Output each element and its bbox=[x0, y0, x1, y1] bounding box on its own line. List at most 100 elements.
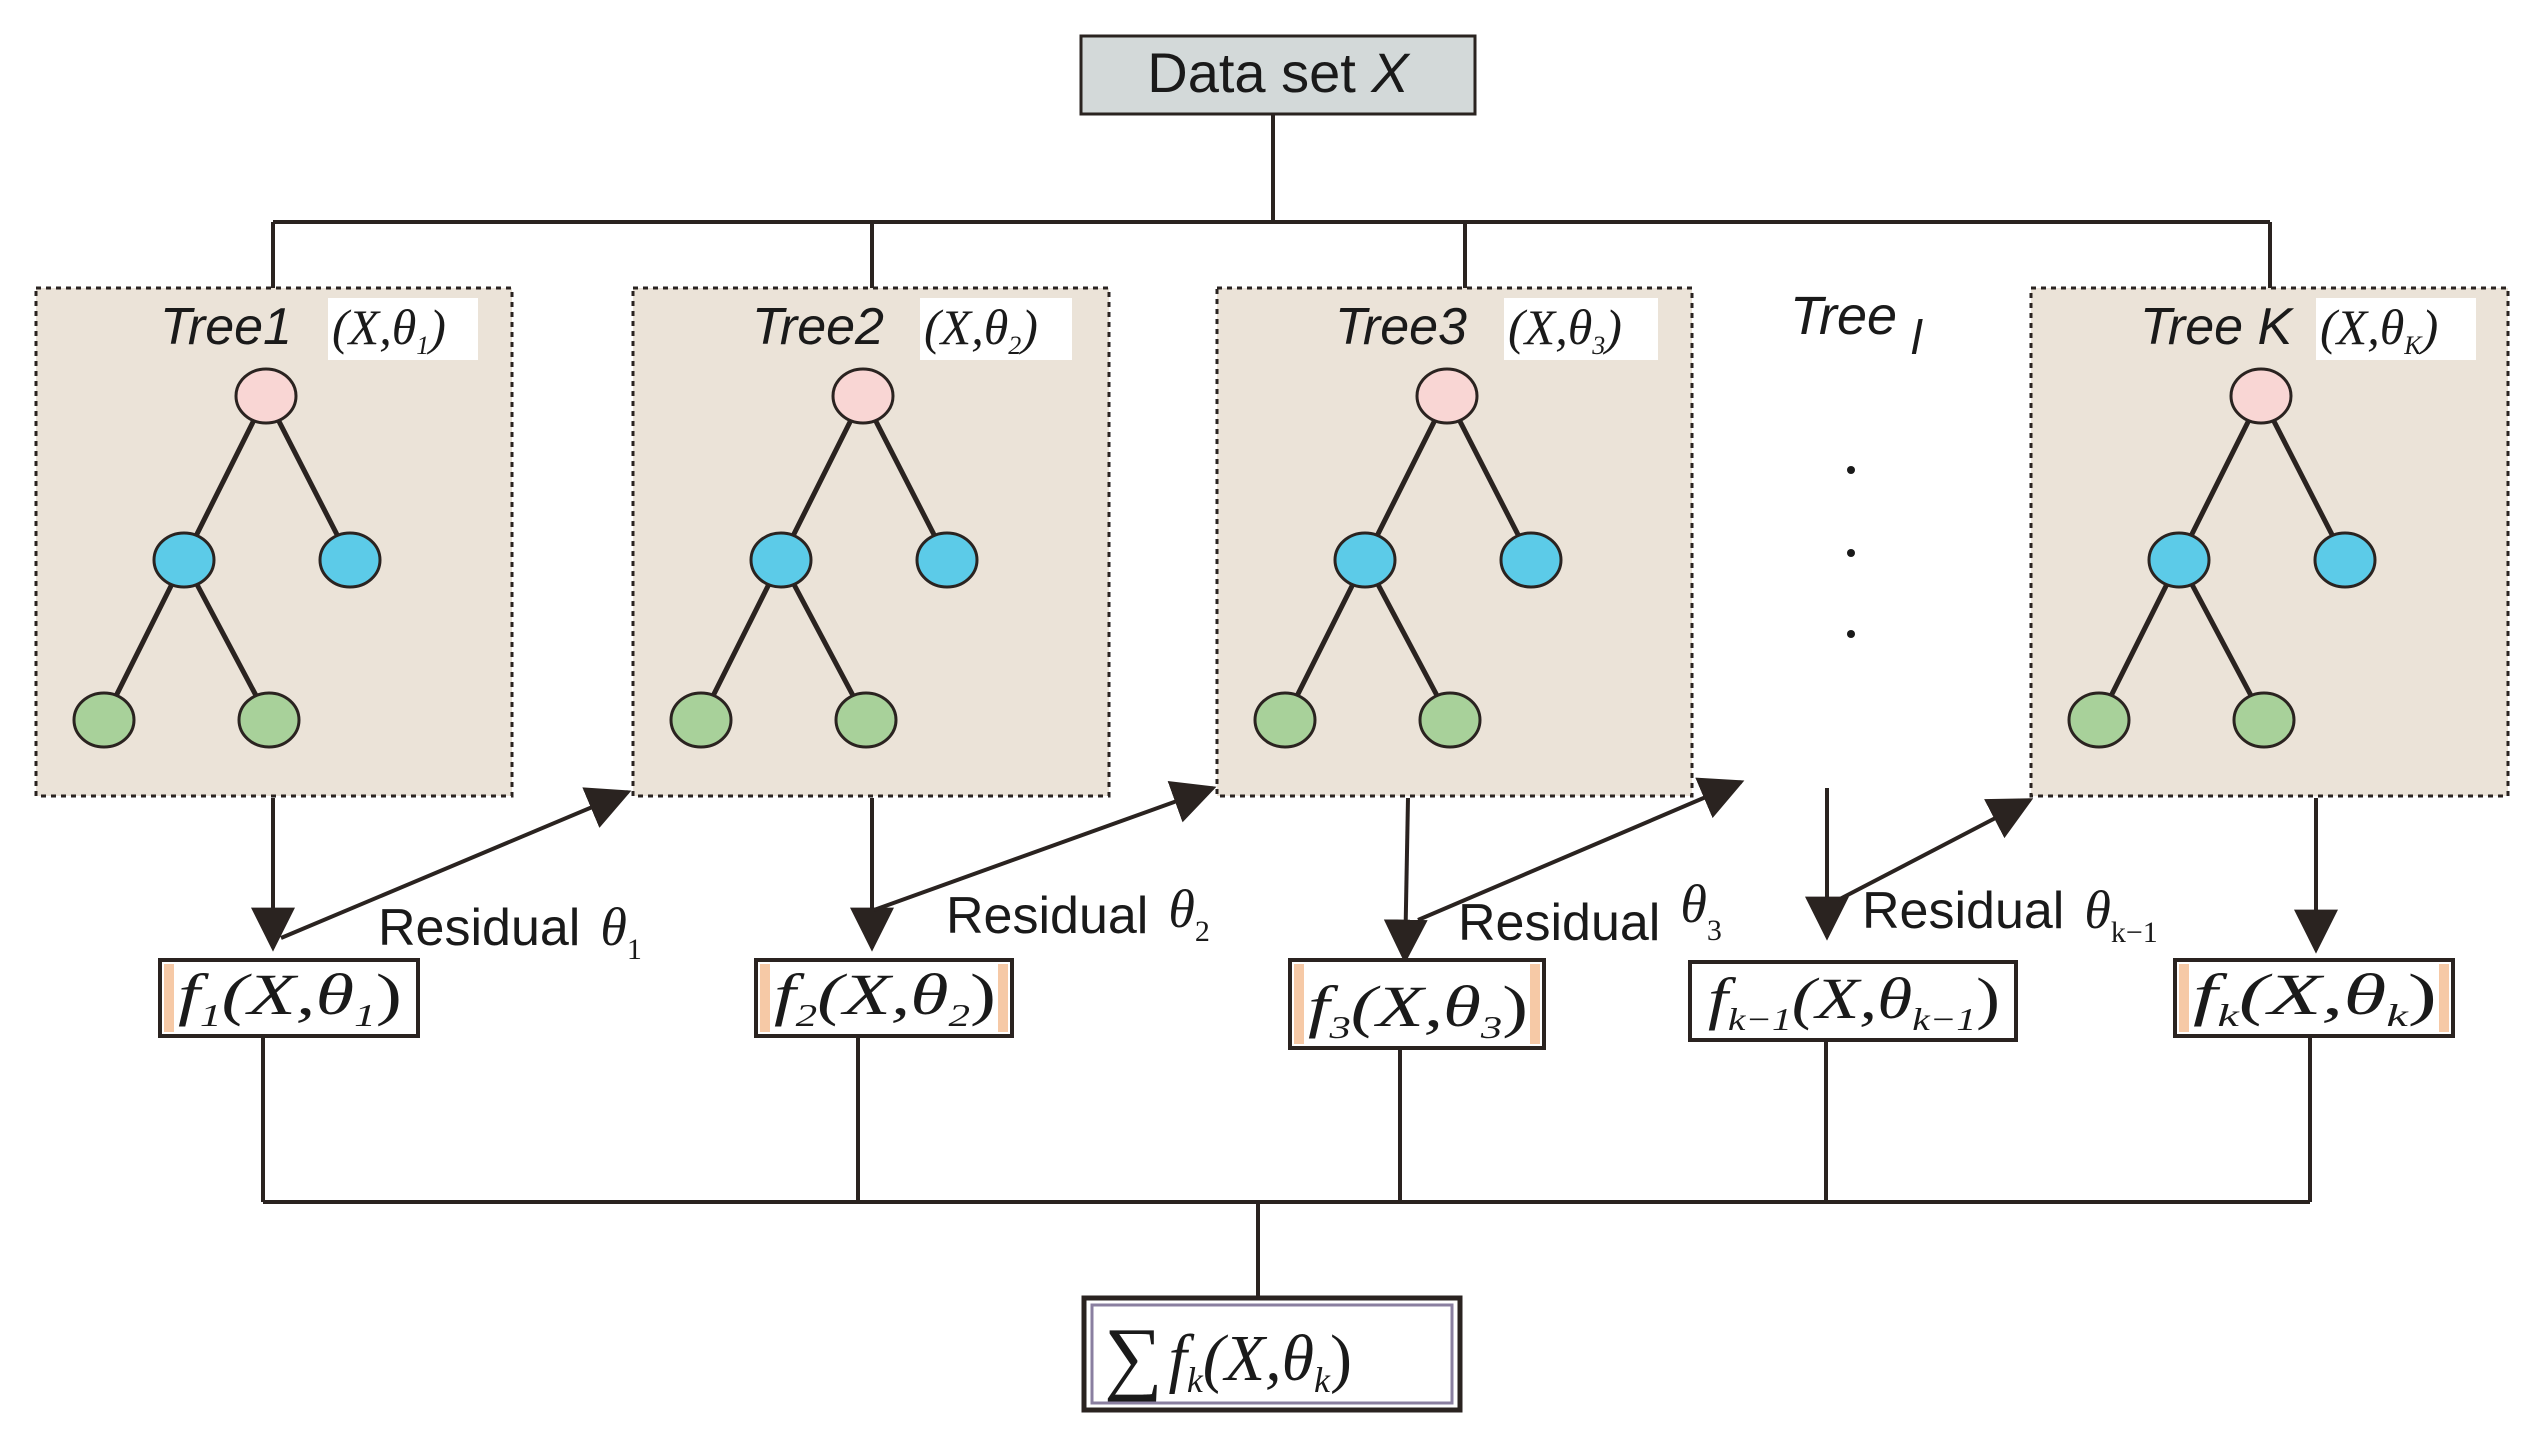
tree-edge bbox=[1362, 394, 1450, 562]
tree-edge bbox=[1362, 558, 1453, 722]
function-box-frame bbox=[754, 958, 1014, 1038]
tree-panel-3: Tree3 (X,θ3) bbox=[1215, 286, 1694, 798]
dataset-node: Data set X bbox=[1079, 34, 1477, 116]
tree-edge bbox=[1282, 558, 1368, 722]
tree-edge bbox=[2176, 394, 2264, 562]
function-box-accent bbox=[998, 964, 1008, 1032]
dataset-box bbox=[1079, 34, 1477, 116]
tree-root-node bbox=[831, 367, 895, 425]
tree-panel-1: Tree1(X,θ1) bbox=[34, 286, 514, 798]
sum-box-inner bbox=[1090, 1303, 1454, 1405]
tree-edge bbox=[1444, 394, 1534, 562]
function-box-frame bbox=[1688, 960, 2018, 1042]
tree-leaf-node bbox=[2232, 691, 2296, 749]
tree-edge bbox=[778, 394, 866, 562]
tree-args-box bbox=[2316, 298, 2476, 360]
tree-inner-node bbox=[749, 531, 813, 589]
function-box-frame bbox=[2173, 958, 2455, 1038]
tree-args: (X,θ2) bbox=[924, 299, 1038, 360]
tree-edge bbox=[181, 394, 269, 562]
tree-leaf-node bbox=[1253, 691, 1317, 749]
tree-title: Tree1 bbox=[160, 298, 292, 356]
tree-leaf-node bbox=[669, 691, 733, 749]
tree-args: (X,θ3) bbox=[1508, 299, 1622, 360]
tree-inner-node bbox=[915, 531, 979, 589]
function-box-accent bbox=[1294, 964, 1304, 1044]
function-box-accent bbox=[1530, 964, 1540, 1044]
tree-edge bbox=[698, 558, 784, 722]
tree-edge bbox=[2096, 558, 2182, 722]
sum-node: ∑fk(X,θk) bbox=[1081, 1295, 1463, 1413]
distribution-lines bbox=[271, 114, 2272, 288]
tree-panel-2: Tree2 (X,θ2) bbox=[631, 286, 1111, 798]
tree-inner-node bbox=[152, 531, 216, 589]
tree-to-function-arrows bbox=[251, 788, 2338, 964]
dataset-label: Data set X bbox=[1147, 41, 1411, 104]
tree-title: Tree3 bbox=[1335, 298, 1467, 356]
tree-leaf-node bbox=[1418, 691, 1482, 749]
residual-arrow bbox=[280, 787, 632, 940]
function-box-accent bbox=[164, 964, 174, 1032]
residual-arrow bbox=[1837, 798, 2034, 902]
tree-inner-node bbox=[1499, 531, 1563, 589]
tree-root-node bbox=[234, 367, 298, 425]
function-box-frame bbox=[1288, 958, 1546, 1050]
tree-leaf-node bbox=[834, 691, 898, 749]
residual-arrows bbox=[280, 777, 2034, 940]
tree-edge bbox=[778, 558, 869, 722]
function-box-frame bbox=[158, 958, 420, 1038]
tree-panel-4: Tree K (X,θK) bbox=[2029, 286, 2510, 798]
ellipsis-dot bbox=[1847, 549, 1855, 557]
tree-edge bbox=[263, 394, 353, 562]
tree-root-node bbox=[1415, 367, 1479, 425]
tree-args-box bbox=[1504, 298, 1658, 360]
tree-edge bbox=[2258, 394, 2348, 562]
tree-leaf-node bbox=[2067, 691, 2131, 749]
tree-panels: Tree1(X,θ1) Tree2 (X,θ2) Tree3 (X,θ3) Tree K (… bbox=[34, 286, 2510, 798]
tree-edge bbox=[860, 394, 950, 562]
tree-title: Tree2 bbox=[752, 298, 884, 356]
tree-edge bbox=[181, 558, 272, 722]
ellipsis-dot bbox=[1847, 630, 1855, 638]
tree-inner-node bbox=[1333, 531, 1397, 589]
tree-leaf-node bbox=[72, 691, 136, 749]
sum-formula: ∑fk(X,θk) bbox=[1104, 1311, 1352, 1402]
ellipsis-dot bbox=[1847, 466, 1855, 474]
tree-edge bbox=[2176, 558, 2267, 722]
aggregation-lines bbox=[261, 1036, 2312, 1298]
tree-inner-node bbox=[2147, 531, 2211, 589]
tree-args-box bbox=[328, 298, 478, 360]
tree-args-box bbox=[920, 298, 1072, 360]
tree-title: Tree K bbox=[2140, 298, 2295, 356]
tree-args: (X,θK) bbox=[2320, 299, 2438, 360]
function-box-accent bbox=[760, 964, 770, 1032]
tree-inner-node bbox=[318, 531, 382, 589]
function-box-accent bbox=[2179, 964, 2189, 1032]
tree-root-node bbox=[2229, 367, 2293, 425]
tree-edge bbox=[101, 558, 187, 722]
residual-arrow bbox=[873, 780, 1217, 912]
tree-leaf-node bbox=[237, 691, 301, 749]
sum-box bbox=[1081, 1295, 1463, 1413]
tree-inner-node bbox=[2313, 531, 2377, 589]
residual-arrow bbox=[1417, 777, 1745, 922]
down-arrow bbox=[1383, 797, 1428, 964]
